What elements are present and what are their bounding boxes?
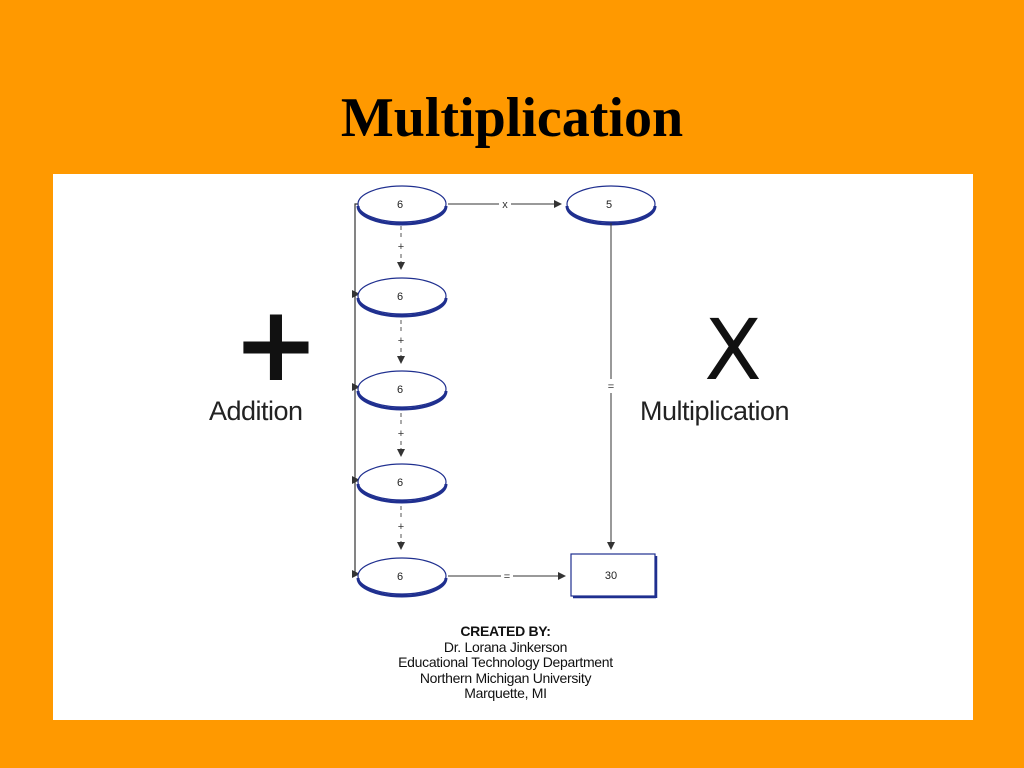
addend-node: 6 [356,277,448,318]
addend-value: 6 [397,199,403,211]
times-symbol: X [704,301,762,399]
addend-value: 6 [397,477,403,489]
times-label: x [502,199,508,211]
multiplication-label: Multiplication [640,396,790,426]
credits-heading: CREATED BY: [460,623,551,639]
addend-value: 6 [397,291,403,303]
multiplier-node: 5 [565,185,657,226]
multiplier-value: 5 [606,199,612,211]
addend-node: 6 [356,185,448,226]
plus-label: + [398,241,404,253]
plus-label: + [398,335,404,347]
diagram-panel: + + + + 6 6 [53,174,973,720]
addend-node: 6 [356,463,448,504]
addend-value: 6 [397,384,403,396]
equals-arrow-vertical: = [605,223,617,550]
credits-line: Educational Technology Department [398,654,613,670]
addend-nodes: 6 6 6 6 6 [356,185,448,598]
addend-node: 6 [356,370,448,411]
result-box: 30 [570,553,658,599]
plus-label: + [398,428,404,440]
addend-value: 6 [397,571,403,583]
flow-diagram: + + + + 6 6 [352,185,658,599]
credits-line: Northern Michigan University [419,669,592,686]
credits-line: Dr. Lorana Jinkerson [443,638,568,655]
credits-line: Marquette, MI [464,685,547,701]
credits-block: CREATED BY: Dr. Lorana Jinkerson Educati… [353,623,658,702]
plus-symbol: + [232,283,320,405]
slide-title: Multiplication [340,87,684,149]
left-bracket [354,203,358,574]
addition-label: Addition [209,396,303,426]
equals-label: = [608,381,614,393]
plus-label: + [398,521,404,533]
result-value: 30 [605,570,617,582]
addition-chain: + + + + [352,203,406,578]
equals-label: = [504,571,510,583]
equals-arrow-horizontal: = [448,570,566,583]
times-arrow: x [448,198,562,211]
addend-node: 6 [356,557,448,598]
